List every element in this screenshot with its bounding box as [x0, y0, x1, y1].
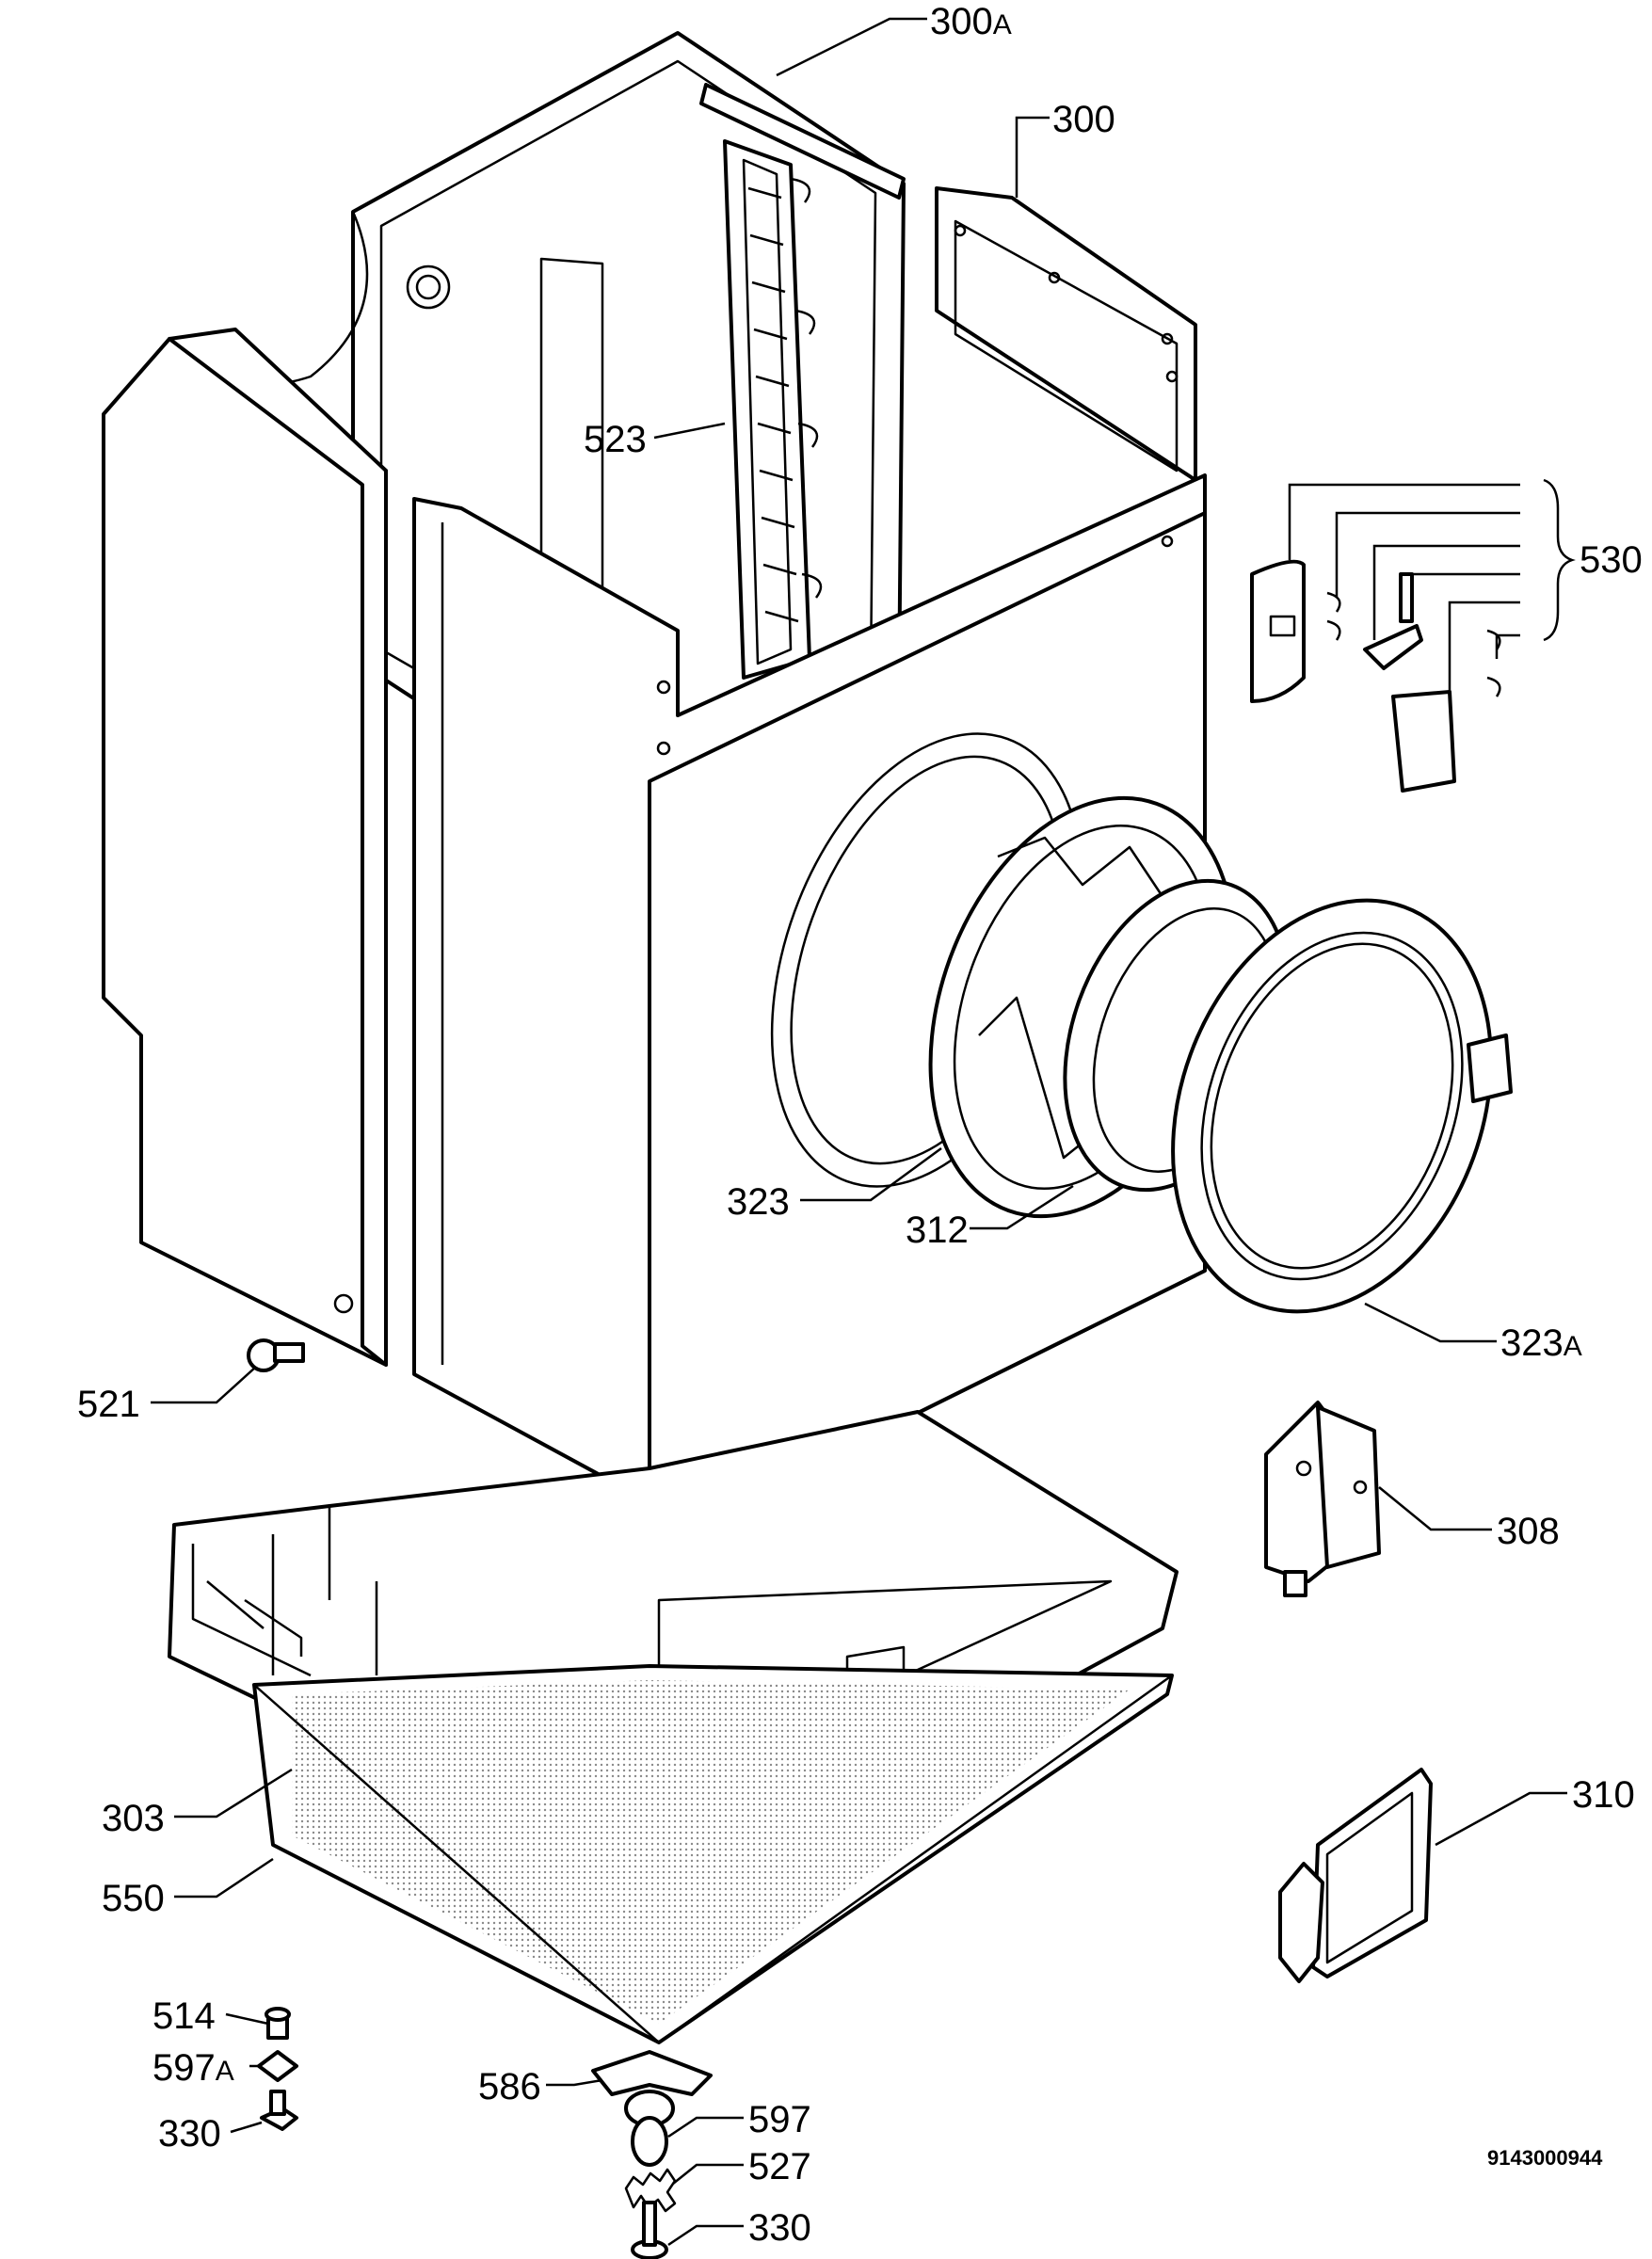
left-side-panel [102, 328, 388, 1367]
leader-514 [225, 2012, 269, 2026]
label-323: 323 [727, 1181, 790, 1223]
label-597a: 597A [152, 2047, 234, 2089]
leader-527 [672, 2163, 744, 2185]
label-521: 521 [77, 1384, 140, 1425]
label-312: 312 [906, 1210, 969, 1251]
label-330b: 330 [748, 2207, 811, 2249]
leader-530-3 [1372, 544, 1520, 640]
leader-323 [800, 1146, 942, 1202]
rail-523 [699, 83, 906, 680]
leader-530-5 [1448, 601, 1520, 697]
callout-labels: 300A 300 523 530 323 312 323A 521 308 30… [77, 1, 1643, 2249]
leader-530-6 [1495, 633, 1520, 659]
leader-lines [151, 17, 1576, 2247]
label-597: 597 [748, 2099, 811, 2140]
leader-308 [1378, 1486, 1492, 1531]
rear-panel-300 [935, 186, 1197, 482]
leader-597 [667, 2116, 744, 2139]
drawing-code: 9143000944 [1487, 2146, 1603, 2170]
leader-550 [174, 1857, 274, 1899]
label-300: 300 [1052, 99, 1115, 140]
label-586: 586 [478, 2066, 541, 2107]
leader-300 [1015, 116, 1050, 198]
leader-303 [174, 1768, 293, 1818]
leader-310 [1435, 1791, 1567, 1847]
leader-523 [653, 422, 726, 440]
leader-312 [970, 1184, 1074, 1230]
hinge-308 [1264, 1401, 1381, 1597]
leader-300a [776, 17, 927, 77]
leader-323a [1364, 1302, 1497, 1343]
leader-521 [151, 1366, 257, 1404]
label-303: 303 [102, 1798, 165, 1839]
filter-mat-550 [252, 1664, 1174, 2044]
front-panel [412, 473, 1207, 1527]
door-323a [1171, 898, 1513, 1314]
label-527: 527 [748, 2146, 811, 2187]
label-323a: 323A [1500, 1322, 1582, 1364]
leader-530-1 [1288, 483, 1520, 560]
hinge-kit-530 [1250, 559, 1501, 793]
label-550: 550 [102, 1878, 165, 1919]
cover-310 [1278, 1768, 1433, 1983]
leader-530-2 [1335, 511, 1520, 598]
label-530: 530 [1580, 539, 1643, 581]
label-310: 310 [1572, 1774, 1635, 1816]
foot-assembly [591, 2050, 713, 2259]
leader-586 [546, 2078, 603, 2087]
small-hardware [257, 2007, 298, 2131]
leader-330b [667, 2224, 744, 2247]
label-308: 308 [1497, 1511, 1560, 1552]
label-514: 514 [152, 1995, 216, 2037]
label-300a: 300A [930, 1, 1012, 42]
bracket-530 [1543, 478, 1576, 642]
label-330a: 330 [158, 2113, 221, 2155]
leader-330a [230, 2121, 263, 2134]
screw-521 [247, 1338, 305, 1372]
label-523: 523 [584, 419, 647, 460]
